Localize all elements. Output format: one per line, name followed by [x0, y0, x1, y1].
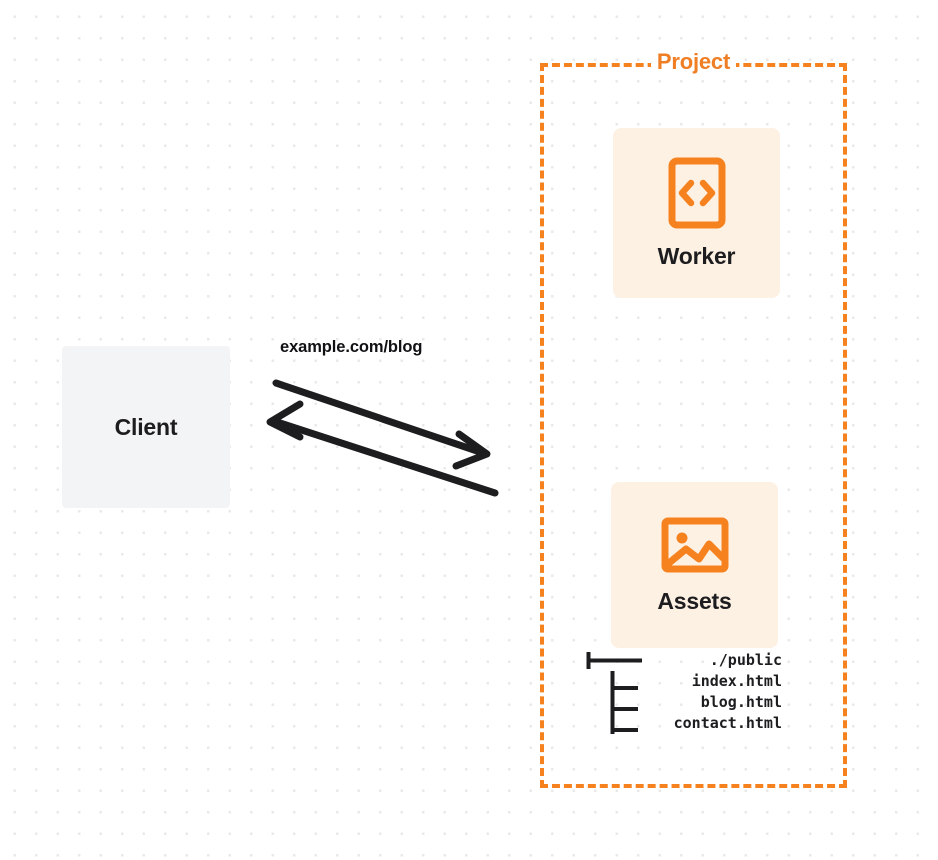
tree-branch-icon	[586, 650, 646, 671]
file-tree-row: blog.html	[586, 692, 782, 713]
file-tree-row: contact.html	[586, 713, 782, 734]
tree-branch-icon	[586, 671, 646, 692]
edge-label-url: example.com/blog	[280, 338, 423, 356]
node-worker-label: Worker	[657, 242, 736, 269]
node-assets[interactable]: Assets	[611, 482, 778, 648]
tree-branch-icon	[586, 713, 646, 734]
image-icon	[661, 516, 729, 574]
node-client[interactable]: Client	[62, 346, 230, 508]
assets-file-tree: ./public index.html blog.html	[586, 650, 782, 734]
arrow-response	[266, 400, 499, 497]
node-client-label: Client	[114, 413, 178, 440]
project-title: Project	[540, 49, 847, 75]
file-tree-name: ./public	[709, 651, 782, 669]
node-worker[interactable]: Worker	[613, 128, 780, 298]
tree-branch-icon	[586, 692, 646, 713]
file-tree-name: contact.html	[673, 714, 782, 732]
file-tree-row: index.html	[586, 671, 782, 692]
node-assets-label: Assets	[657, 587, 732, 614]
code-brackets-icon	[668, 157, 726, 229]
file-tree-name: index.html	[691, 672, 782, 690]
project-title-text: Project	[650, 49, 737, 74]
file-tree-row: ./public	[586, 650, 782, 671]
arrow-request	[272, 379, 491, 470]
file-tree-name: blog.html	[700, 693, 782, 711]
